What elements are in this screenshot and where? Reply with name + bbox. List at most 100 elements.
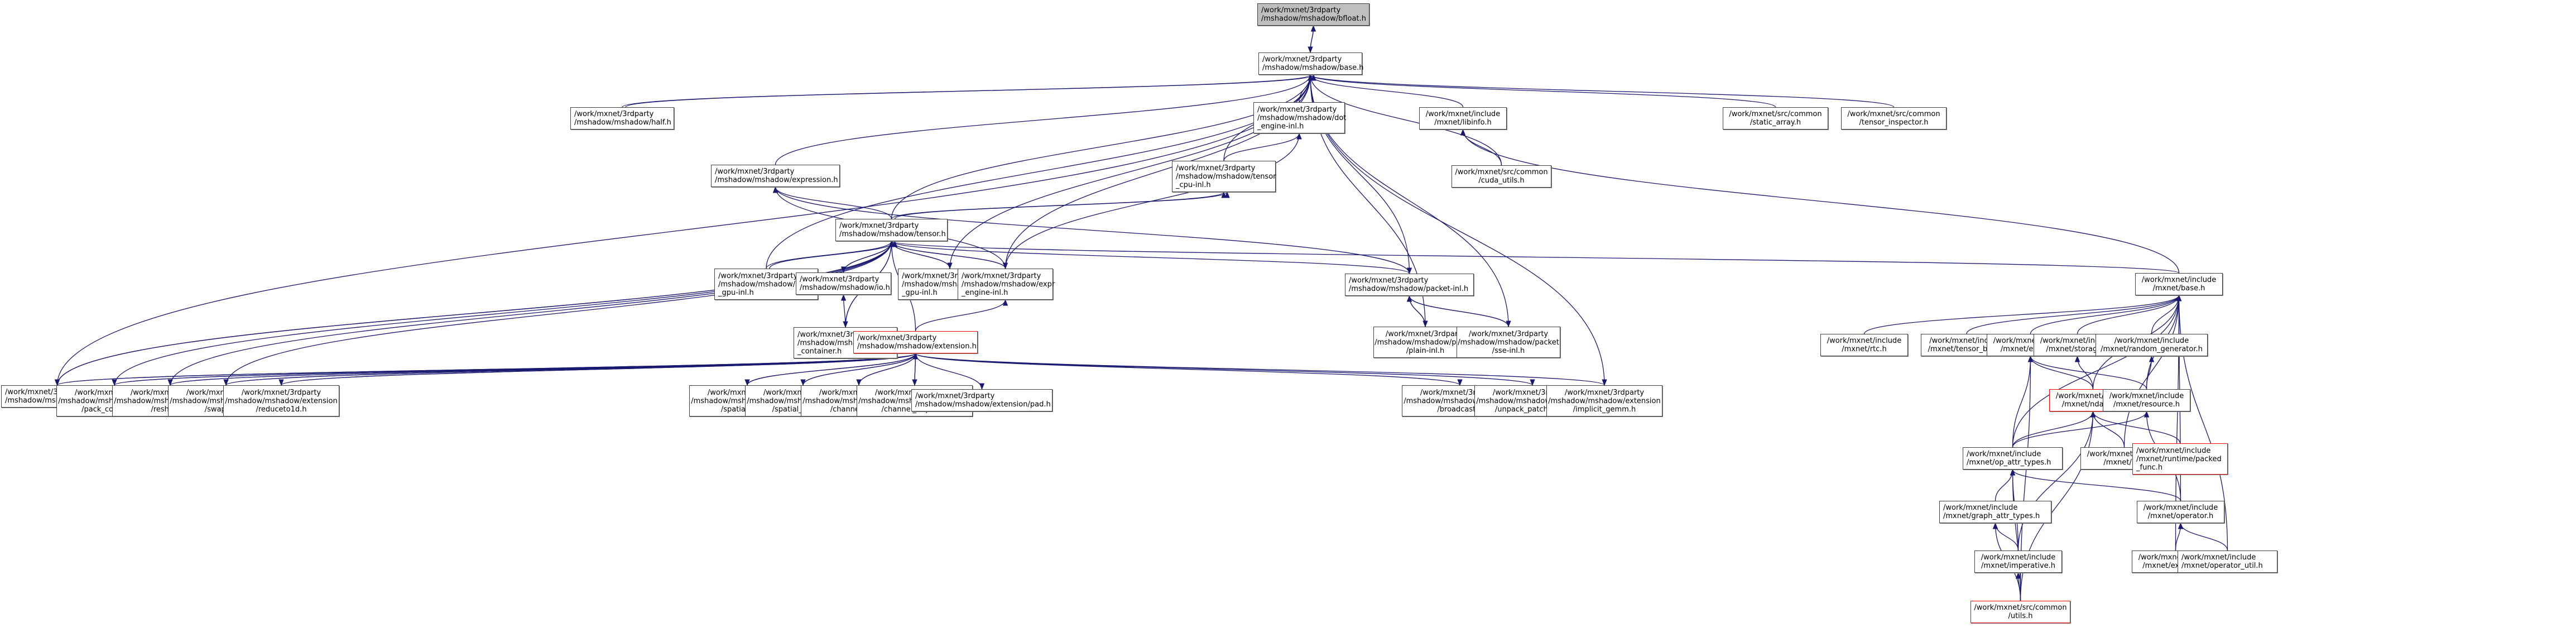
node-label-line: /mshadow/mshadow/tensor — [1176, 172, 1276, 181]
edge-mx-base-to-libinfo — [1460, 128, 2180, 274]
node-half[interactable]: /work/mxnet/3rdparty/mshadow/mshadow/hal… — [570, 107, 674, 130]
node-label-line: /work/mxnet/3rdparty — [1257, 105, 1337, 114]
node-label-line: /work/mxnet/src/common — [1729, 110, 1822, 118]
node-label-line: /mshadow/mshadow/half.h — [574, 118, 671, 127]
node-operator[interactable]: /work/mxnet/include/mxnet/operator.h — [2137, 501, 2224, 523]
node-label-line: /work/mxnet/3rdparty — [715, 167, 795, 176]
node-extension[interactable]: /work/mxnet/3rdparty/mshadow/mshadow/ext… — [853, 331, 978, 353]
node-tensor[interactable]: /work/mxnet/3rdparty/mshadow/mshadow/ten… — [835, 219, 948, 241]
node-label-line: /work/mxnet/src/common — [1455, 168, 1548, 176]
node-label-line: /mshadow/mshadow/expr — [962, 280, 1055, 289]
node-sse-inl[interactable]: /work/mxnet/3rdparty/mshadow/mshadow/pac… — [1457, 327, 1560, 358]
edge-graph-attr-types-to-op-attr-types — [1995, 468, 2016, 501]
node-label-line: /mshadow/mshadow/extension — [1548, 396, 1661, 405]
edge-stream-gpu-to-tensor — [769, 240, 898, 269]
node-label-line: /work/mxnet/3rdparty — [718, 271, 798, 280]
node-tensor-inspector[interactable]: /work/mxnet/src/common/tensor_inspector.… — [1841, 107, 1947, 130]
node-pad[interactable]: /work/mxnet/3rdparty/mshadow/mshadow/ext… — [911, 389, 1052, 411]
node-label-line: /mxnet/random_generator.h — [2101, 345, 2203, 353]
node-label-line: _cpu-inl.h — [1176, 180, 1211, 189]
node-label-line: /mshadow/mshadow/dot — [1257, 113, 1347, 122]
edge-utils-to-imperative — [2015, 572, 2021, 601]
node-label-line: /work/mxnet/3rdparty — [839, 222, 919, 230]
node-label-line: /mxnet/operator.h — [2147, 512, 2214, 520]
node-random-generator[interactable]: /work/mxnet/include/mxnet/random_generat… — [2096, 334, 2208, 356]
node-label-line: /work/mxnet/include — [2136, 446, 2211, 455]
node-reduceto1d[interactable]: /work/mxnet/3rdparty/mshadow/mshadow/ext… — [223, 385, 339, 417]
edge-static-array-to-base — [1308, 74, 1776, 108]
edge-io-mx-to-ndarray — [2090, 410, 2125, 448]
edge-bfloat-to-base — [1308, 25, 1314, 54]
edge-tensor-to-expr-engine — [891, 241, 1008, 270]
node-label-line: /mxnet/libinfo.h — [1434, 118, 1492, 127]
edge-extension-to-implicit-gemm — [915, 353, 1607, 386]
node-base[interactable]: /work/mxnet/3rdparty/mshadow/mshadow/bas… — [1258, 52, 1363, 75]
node-mx-base[interactable]: /work/mxnet/include/mxnet/base.h — [2135, 273, 2223, 295]
edge-extension-to-channel-unpool — [912, 353, 917, 386]
node-resource[interactable]: /work/mxnet/include/mxnet/resource.h — [2103, 389, 2190, 411]
node-label-line: /mshadow/mshadow/expression.h — [715, 176, 838, 184]
edge-tensor-container-to-io-ms — [840, 294, 847, 328]
node-cuda-utils[interactable]: /work/mxnet/src/common/cuda_utils.h — [1452, 165, 1551, 188]
node-tensor-cpu[interactable]: /work/mxnet/3rdparty/mshadow/mshadow/ten… — [1172, 161, 1276, 192]
node-label-line: /work/mxnet/3rdparty — [1468, 329, 1549, 338]
node-tensor-blob[interactable]: /work/mxnet/include/mxnet/tensor_blob.h — [1921, 334, 2012, 356]
node-io-ms[interactable]: /work/mxnet/3rdparty/mshadow/mshadow/io.… — [796, 272, 891, 295]
node-label-line: /tensor_inspector.h — [1859, 118, 1929, 127]
node-static-array[interactable]: /work/mxnet/src/common/static_array.h — [1723, 107, 1828, 130]
node-label-line: _engine-inl.h — [962, 288, 1008, 297]
node-bfloat[interactable]: /work/mxnet/3rdparty/mshadow/mshadow/bfl… — [1257, 3, 1369, 26]
node-label-line: /mshadow/mshadow/extension — [225, 396, 338, 405]
node-packet-inl[interactable]: /work/mxnet/3rdparty/mshadow/mshadow/pac… — [1345, 274, 1474, 296]
node-label-line: /mxnet/base.h — [2152, 284, 2205, 293]
edge-swapaxis-to-tensor — [225, 240, 895, 386]
node-label-line: _container.h — [797, 347, 842, 356]
node-utils[interactable]: /work/mxnet/src/common/utils.h — [1971, 601, 2070, 623]
edge-operator-util-to-operator — [2178, 522, 2228, 551]
node-label-line: /work/mxnet/3rdparty — [1262, 55, 1342, 64]
node-label-line: /mxnet/resource.h — [2113, 400, 2180, 409]
node-label-line: /mxnet/imperative.h — [1981, 562, 2056, 570]
edge-executor-to-operator — [2175, 522, 2184, 551]
node-implicit-gemm[interactable]: /work/mxnet/3rdparty/mshadow/mshadow/ext… — [1546, 385, 1662, 417]
edge-ndarray-to-storage — [2074, 355, 2094, 390]
edge-extension-to-expr-engine — [915, 299, 1008, 332]
edge-packet-inl-to-plain-inl — [1409, 295, 1428, 328]
edge-op-attr-types-to-resource — [2012, 410, 2150, 448]
node-label-line: /mshadow/mshadow/bfloat.h — [1261, 15, 1366, 23]
node-dot-engine[interactable]: /work/mxnet/3rdparty/mshadow/mshadow/dot… — [1253, 102, 1347, 133]
edge-extension-to-broadcast — [915, 353, 1463, 386]
node-libinfo[interactable]: /work/mxnet/include/mxnet/libinfo.h — [1419, 107, 1507, 130]
edge-utils-to-op-attr-types — [2010, 468, 2021, 601]
node-operator-util[interactable]: /work/mxnet/include/mxnet/operator_util.… — [2178, 551, 2277, 573]
node-graph-attr-types[interactable]: /work/mxnet/include/mxnet/graph_attr_typ… — [1939, 501, 2051, 523]
node-label-line: /reduceto1d.h — [256, 405, 307, 414]
node-label-line: /work/mxnet/include — [1425, 110, 1501, 118]
node-label-line: _gpu-inl.h — [902, 288, 938, 297]
node-label-line: /work/mxnet/3rdparty — [800, 275, 880, 284]
edge-op-attr-types-to-engine — [2012, 355, 2034, 448]
node-label-line: /work/mxnet/src/common — [1847, 110, 1940, 118]
node-label-line: _engine-inl.h — [1257, 122, 1304, 131]
edge-storage-to-mx-base — [2077, 294, 2182, 334]
node-label-line: _func.h — [2136, 463, 2163, 472]
node-expression[interactable]: /work/mxnet/3rdparty/mshadow/mshadow/exp… — [711, 165, 840, 187]
node-label-line: /work/mxnet/include — [2114, 337, 2189, 345]
edge-tensor-to-tensor-cpu — [894, 191, 1230, 219]
node-expr-engine[interactable]: /work/mxnet/3rdparty/mshadow/mshadow/exp… — [958, 269, 1055, 300]
node-packed-func[interactable]: /work/mxnet/include/mxnet/runtime/packed… — [2132, 443, 2228, 475]
node-rtc[interactable]: /work/mxnet/include/mxnet/rtc.h — [1820, 334, 1908, 356]
edge-resource-to-engine — [2027, 355, 2147, 390]
node-label-line: /mxnet/tensor_blob.h — [1928, 345, 2006, 353]
node-label-line: /work/mxnet/3rdparty — [1261, 6, 1341, 15]
node-label-line: /mshadow/mshadow/extension.h — [857, 342, 977, 351]
edge-io-mx-to-mx-base — [2123, 294, 2182, 448]
edge-extension-to-spatial-unpool — [800, 353, 916, 386]
node-label-line: /mxnet/rtc.h — [1842, 345, 1887, 353]
node-label-line: /mshadow/mshadow/packet-inl.h — [1349, 285, 1469, 293]
node-op-attr-types[interactable]: /work/mxnet/include/mxnet/op_attr_types.… — [1963, 447, 2063, 470]
edge-random-to-base — [56, 74, 1313, 386]
edge-operator-to-op-attr-types — [2010, 468, 2181, 501]
node-imperative[interactable]: /work/mxnet/include/mxnet/imperative.h — [1974, 551, 2062, 573]
